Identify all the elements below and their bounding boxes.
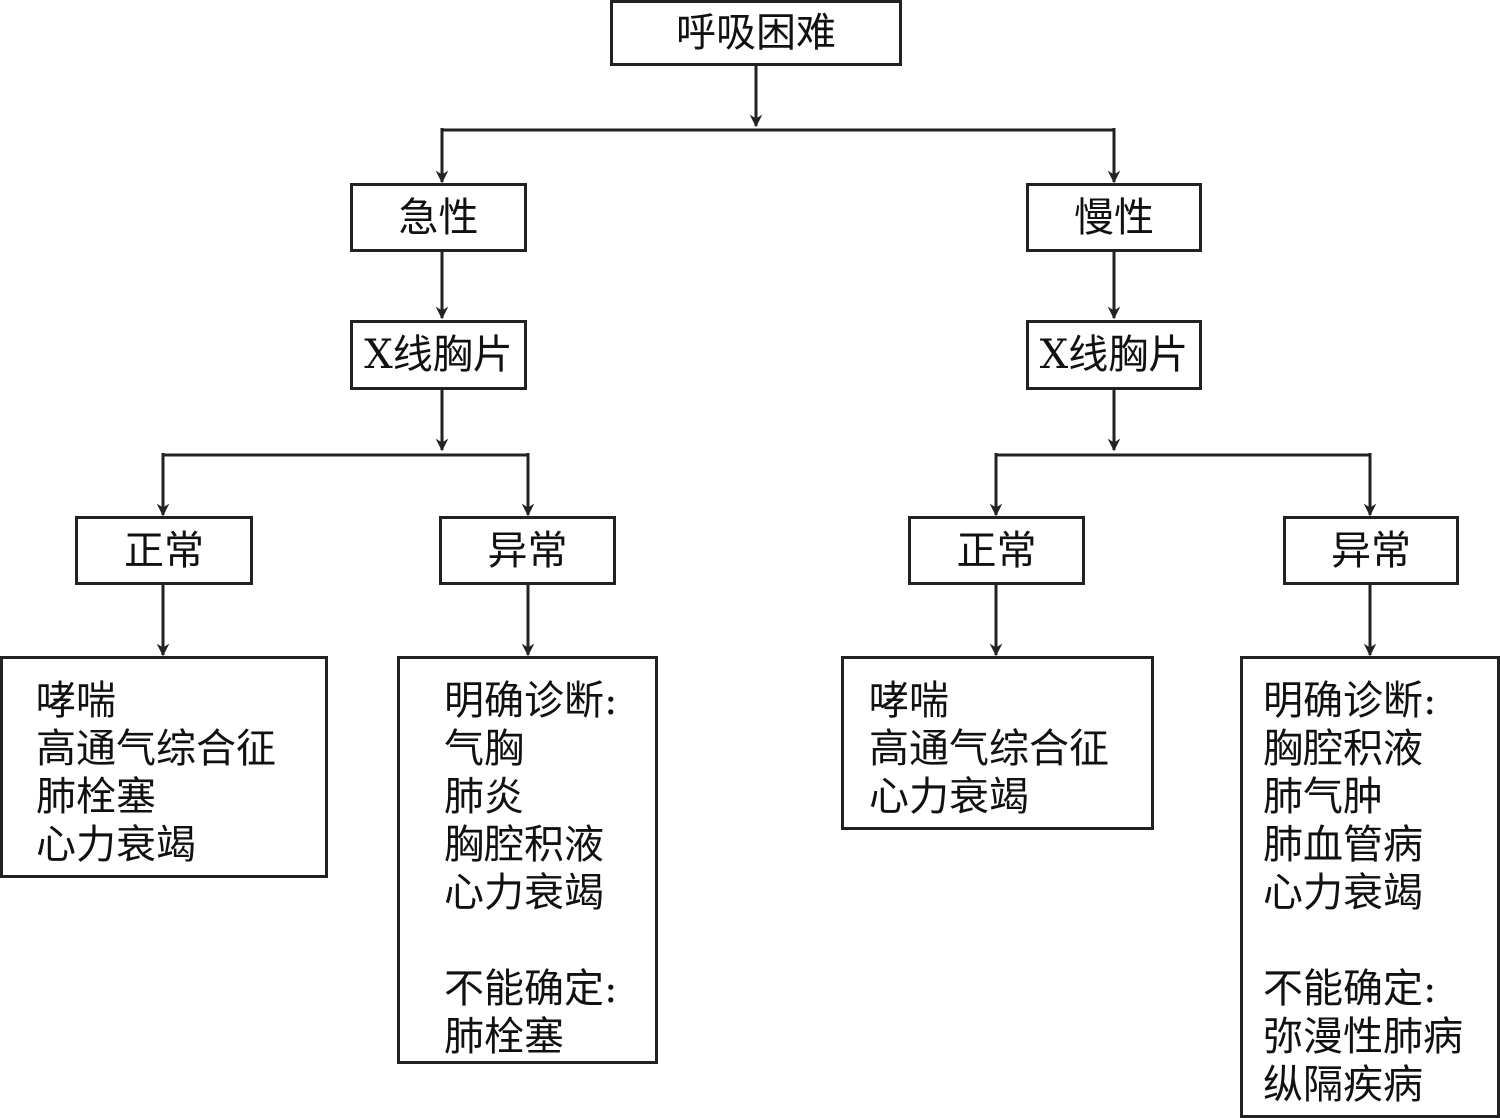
list-item: 哮喘 [36, 678, 116, 724]
acute-abnormal-node: 异常 [439, 516, 616, 585]
uncertain-heading: 不能确定: [1263, 966, 1437, 1012]
list-item: 肺栓塞 [444, 1014, 564, 1060]
list-item: 心力衰竭 [444, 870, 604, 916]
list-item: 肺气肿 [1263, 774, 1383, 820]
chronic-abnormal-node: 异常 [1283, 516, 1459, 585]
list-item: 肺炎 [444, 774, 524, 820]
chronic-abnormal-diagnoses: 明确诊断: 胸腔积液 肺气肿 肺血管病 心力衰竭 不能确定: 弥漫性肺病 纵隔疾… [1240, 656, 1500, 1118]
chronic-node: 慢性 [1026, 183, 1202, 252]
uncertain-heading: 不能确定: [444, 966, 618, 1012]
acute-abnormal-label: 异常 [487, 527, 568, 574]
list-item: 胸腔积液 [444, 822, 604, 868]
acute-normal-node: 正常 [75, 516, 253, 585]
root-label: 呼吸困难 [676, 10, 836, 56]
chronic-xray-node: X线胸片 [1026, 320, 1202, 390]
list-item: 纵隔疾病 [1263, 1062, 1423, 1108]
chronic-label: 慢性 [1074, 194, 1154, 241]
list-item: 肺栓塞 [36, 774, 156, 820]
list-item: 心力衰竭 [869, 774, 1029, 820]
list-item: 胸腔积液 [1263, 726, 1423, 772]
acute-node: 急性 [350, 183, 527, 252]
chronic-normal-label: 正常 [956, 527, 1037, 574]
acute-normal-label: 正常 [124, 527, 204, 574]
acute-normal-diagnoses: 哮喘 高通气综合征 肺栓塞 心力衰竭 [0, 656, 328, 878]
chronic-xray-label: X线胸片 [1039, 332, 1189, 378]
list-item: 心力衰竭 [36, 822, 196, 868]
acute-label: 急性 [398, 194, 479, 241]
acute-abnormal-diagnoses: 明确诊断: 气胸 肺炎 胸腔积液 心力衰竭 不能确定: 肺栓塞 [397, 656, 658, 1064]
list-spacer [1263, 917, 1497, 965]
definite-heading: 明确诊断: [1263, 678, 1437, 724]
chronic-normal-node: 正常 [908, 516, 1085, 585]
list-item: 肺血管病 [1263, 822, 1423, 868]
acute-xray-label: X线胸片 [364, 332, 513, 378]
list-item: 高通气综合征 [36, 726, 276, 772]
list-item: 哮喘 [869, 678, 949, 724]
chronic-abnormal-label: 异常 [1331, 527, 1411, 574]
list-item: 高通气综合征 [869, 726, 1109, 772]
list-item: 心力衰竭 [1263, 870, 1423, 916]
root-node: 呼吸困难 [610, 0, 902, 66]
list-spacer [444, 917, 655, 965]
list-item: 气胸 [444, 726, 524, 772]
list-item: 弥漫性肺病 [1263, 1014, 1463, 1060]
acute-xray-node: X线胸片 [350, 320, 527, 390]
chronic-normal-diagnoses: 哮喘 高通气综合征 心力衰竭 [841, 656, 1154, 830]
definite-heading: 明确诊断: [444, 678, 618, 724]
